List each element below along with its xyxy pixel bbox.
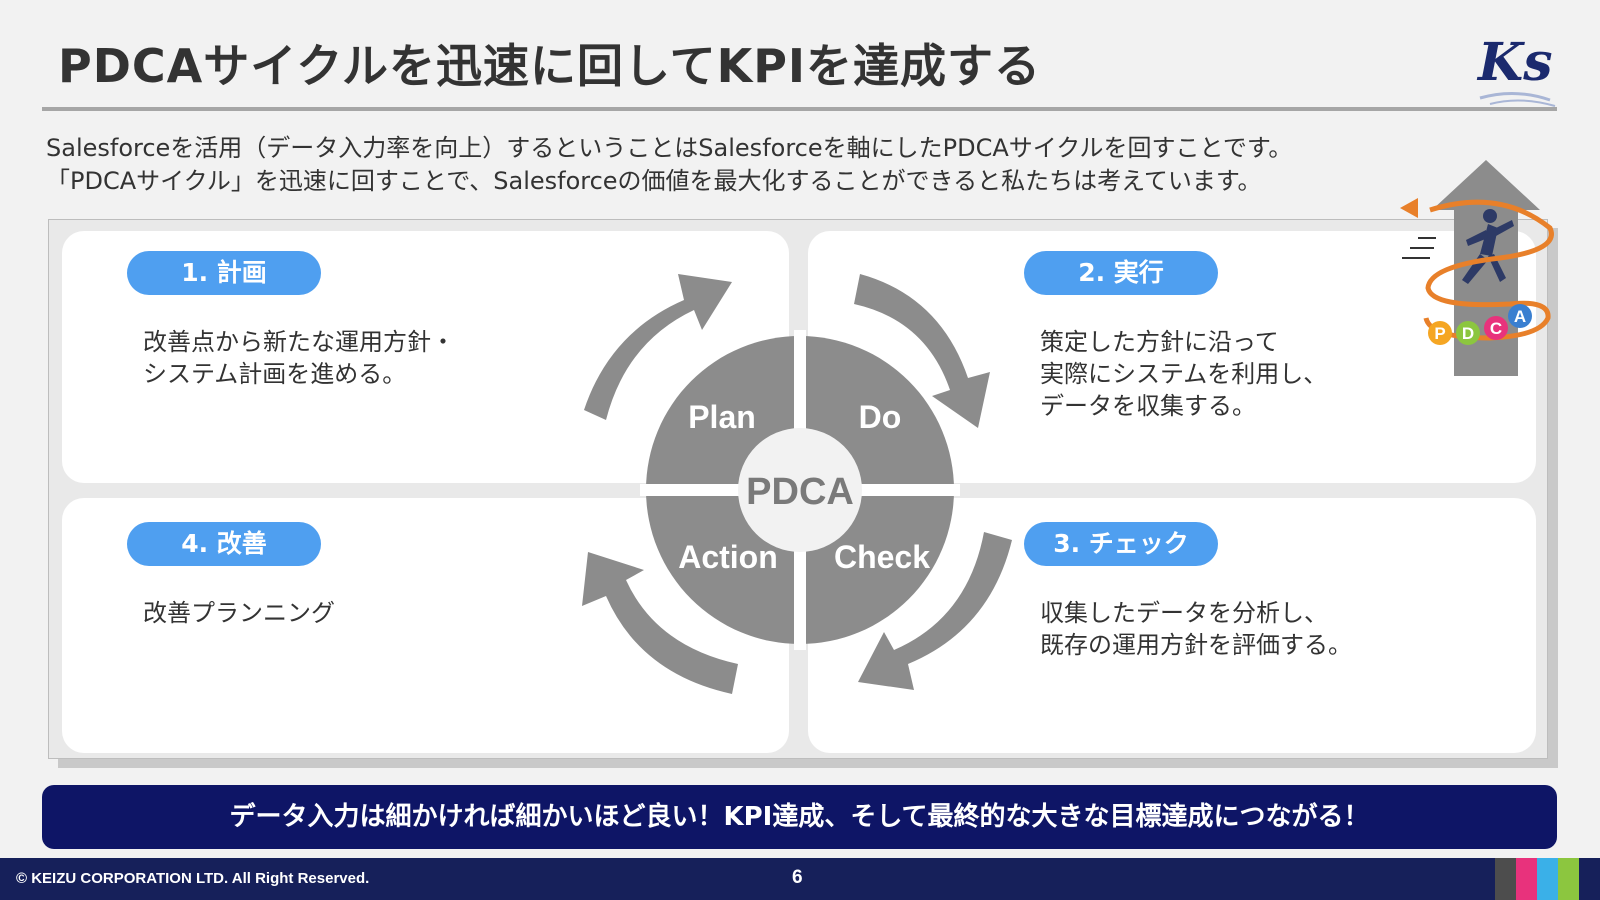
copyright-text: © KEIZU CORPORATION LTD. All Right Reser… <box>16 870 370 887</box>
intro-text: Salesforceを活用（データ入力率を向上）するということはSalesfor… <box>46 132 1292 198</box>
arrow-do-to-check <box>854 274 990 428</box>
action-description: 改善プランニング <box>143 599 335 627</box>
footer-stripe-blue <box>1537 858 1558 900</box>
cycle-plan-label: Plan <box>688 399 756 435</box>
arrow-action-to-plan <box>582 552 738 694</box>
cycle-action-label: Action <box>678 539 778 575</box>
footer-bar: © KEIZU CORPORATION LTD. All Right Reser… <box>0 858 1600 900</box>
footer-stripe-green <box>1558 858 1579 900</box>
cycle-center-label: PDCA <box>746 471 854 513</box>
plan-description: 改善点から新たな運用方針・ システム計画を進める。 <box>143 328 455 388</box>
arrow-plan-to-do <box>584 274 732 420</box>
plan-label-pill: 1. 計画 <box>127 251 321 295</box>
intro-line-1: Salesforceを活用（データ入力率を向上）するということはSalesfor… <box>46 134 1293 162</box>
footer-stripe-gray <box>1495 858 1516 900</box>
do-label-pill: 2. 実行 <box>1024 251 1218 295</box>
check-label-pill: 3. チェック <box>1024 522 1218 566</box>
orange-spiral <box>1423 199 1554 341</box>
svg-text:A: A <box>1514 307 1526 326</box>
check-description: 収集したデータを分析し、 既存の運用方針を評価する。 <box>1040 599 1352 659</box>
page-number: 6 <box>792 867 803 888</box>
letter-badge-c <box>1484 316 1508 340</box>
svg-text:D: D <box>1462 324 1474 343</box>
arrow-check-to-action <box>858 532 1012 690</box>
letter-badge-d <box>1456 321 1480 345</box>
pdca-cycle-diagram: PDCA Plan Do Action Check <box>582 274 1012 694</box>
do-description: 策定した方針に沿って 実際にシステムを利用し、 データを収集する。 <box>1040 328 1328 420</box>
intro-line-2: 「PDCAサイクル」を迅速に回すことで、Salesforceの価値を最大化するこ… <box>46 167 1262 195</box>
svg-text:P: P <box>1434 324 1445 343</box>
svg-text:C: C <box>1490 319 1502 338</box>
title-divider <box>42 107 1557 111</box>
logo-text: Ks <box>1476 32 1552 93</box>
spiral-arrowhead-icon <box>1400 198 1418 218</box>
cycle-center <box>738 428 862 552</box>
page-title: PDCAサイクルを迅速に回してKPIを達成する <box>58 39 1042 93</box>
letter-badge-p <box>1428 321 1452 345</box>
letter-badge-a <box>1508 304 1532 328</box>
cycle-check-label: Check <box>834 539 930 575</box>
pdca-spiral-illustration: P D C A <box>1400 160 1554 376</box>
cycle-do-label: Do <box>859 399 902 435</box>
footer-stripe-pink <box>1516 858 1537 900</box>
company-logo: Ks <box>1476 32 1556 107</box>
action-label-pill: 4. 改善 <box>127 522 321 566</box>
conclusion-banner: データ入力は細かければ細かいほど良い！KPI達成、そして最終的な大きな目標達成に… <box>42 785 1557 849</box>
